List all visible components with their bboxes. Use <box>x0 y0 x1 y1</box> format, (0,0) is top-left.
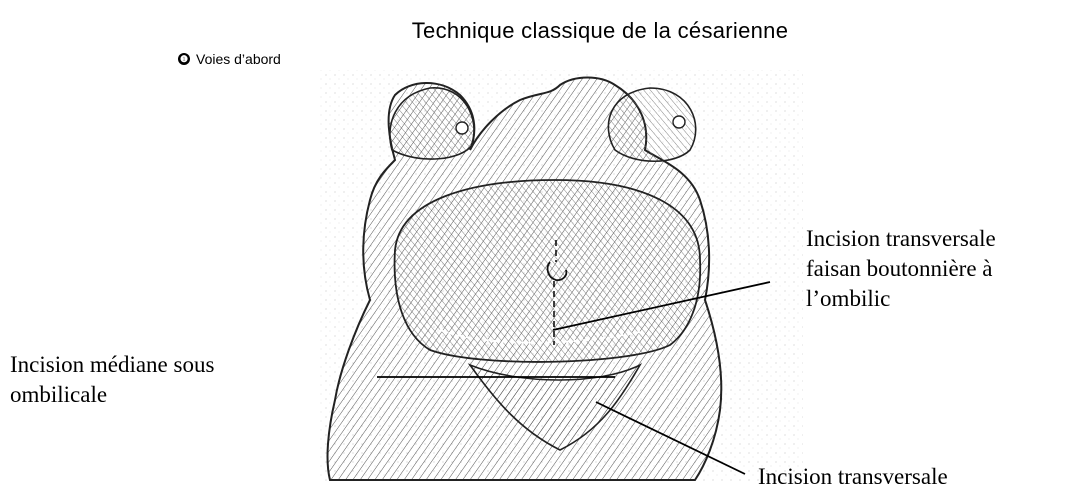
label-umbilical-incision: Incision transversale faisan boutonnière… <box>806 224 1066 314</box>
label-line: Incision transversale <box>806 224 1066 254</box>
label-line: l’ombilic <box>806 284 1066 314</box>
label-transverse-incision: Incision transversale <box>758 462 1068 492</box>
right-nipple <box>673 116 685 128</box>
label-line: faisan boutonnière à <box>806 254 1066 284</box>
label-median-incision: Incision médiane sous ombilicale <box>10 350 310 410</box>
label-line: Incision médiane sous <box>10 350 310 380</box>
label-line: ombilicale <box>10 380 310 410</box>
left-nipple <box>456 122 468 134</box>
